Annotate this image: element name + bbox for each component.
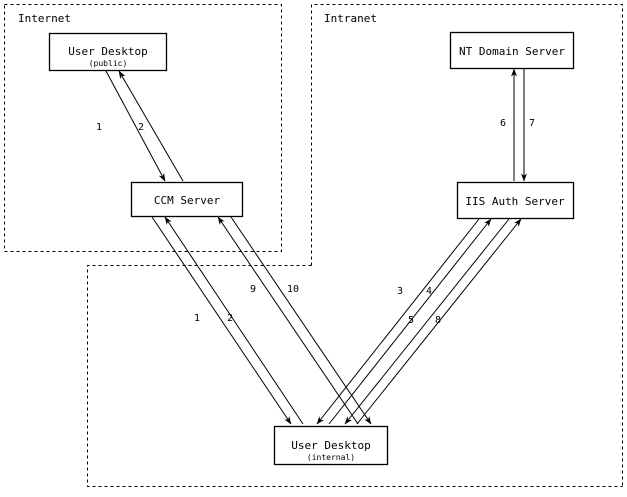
step-label-1-internal: 1 — [194, 313, 200, 324]
node-iis-auth-server[interactable]: IIS Auth Server — [456, 181, 575, 220]
node-box-nt-domain-server[interactable] — [449, 31, 575, 70]
step-label-6: 6 — [500, 118, 506, 129]
step-label-5: 5 — [408, 315, 414, 326]
node-box-user-desktop-public[interactable] — [48, 32, 168, 72]
step-label-2-internal: 2 — [227, 313, 233, 324]
node-title-user-desktop-internal: User Desktop — [291, 439, 370, 452]
node-box-iis-auth-server[interactable] — [456, 181, 575, 220]
step-label-8: 8 — [435, 315, 441, 326]
flow-line-step-1-public — [105, 70, 166, 182]
flow-line-step-2-public — [118, 70, 184, 182]
flow-line-step-5 — [344, 218, 510, 425]
flow-line-step-8 — [356, 218, 522, 425]
step-label-1-public: 1 — [96, 122, 102, 133]
zone-frame-intranet — [311, 4, 623, 487]
zone-label-internet: Internet — [18, 12, 71, 25]
step-label-10: 10 — [287, 284, 299, 295]
node-title-nt-domain-server: NT Domain Server — [459, 45, 565, 58]
node-ccm-server[interactable]: CCM Server — [130, 181, 244, 218]
node-title-iis-auth-server: IIS Auth Server — [465, 195, 565, 208]
zone-label-intranet: Intranet — [324, 12, 377, 25]
node-box-ccm-server[interactable] — [130, 181, 244, 218]
node-user-desktop-public[interactable]: User Desktop (public) — [48, 32, 168, 72]
node-subtitle-user-desktop-public: (public) — [89, 59, 128, 68]
step-label-2-public: 2 — [138, 122, 144, 133]
step-label-9: 9 — [250, 284, 256, 295]
node-box-user-desktop-internal[interactable] — [273, 425, 389, 466]
flow-line-step-2-internal — [164, 216, 304, 425]
step-label-4: 4 — [426, 286, 432, 297]
zone-frame-internet — [4, 4, 282, 252]
flow-line-step-3 — [316, 218, 480, 425]
flow-line-step-10 — [230, 216, 372, 425]
node-nt-domain-server[interactable]: NT Domain Server — [449, 31, 575, 70]
node-title-ccm-server: CCM Server — [154, 194, 221, 207]
flow-line-step-9 — [217, 216, 359, 425]
node-title-user-desktop-public: User Desktop — [68, 45, 147, 58]
step-label-7: 7 — [529, 118, 535, 129]
flow-line-step-1-internal — [151, 216, 292, 425]
node-user-desktop-internal[interactable]: User Desktop (internal) — [273, 425, 389, 466]
flow-line-step-4 — [328, 218, 492, 425]
step-label-3: 3 — [397, 286, 403, 297]
node-subtitle-user-desktop-internal: (internal) — [307, 453, 355, 462]
